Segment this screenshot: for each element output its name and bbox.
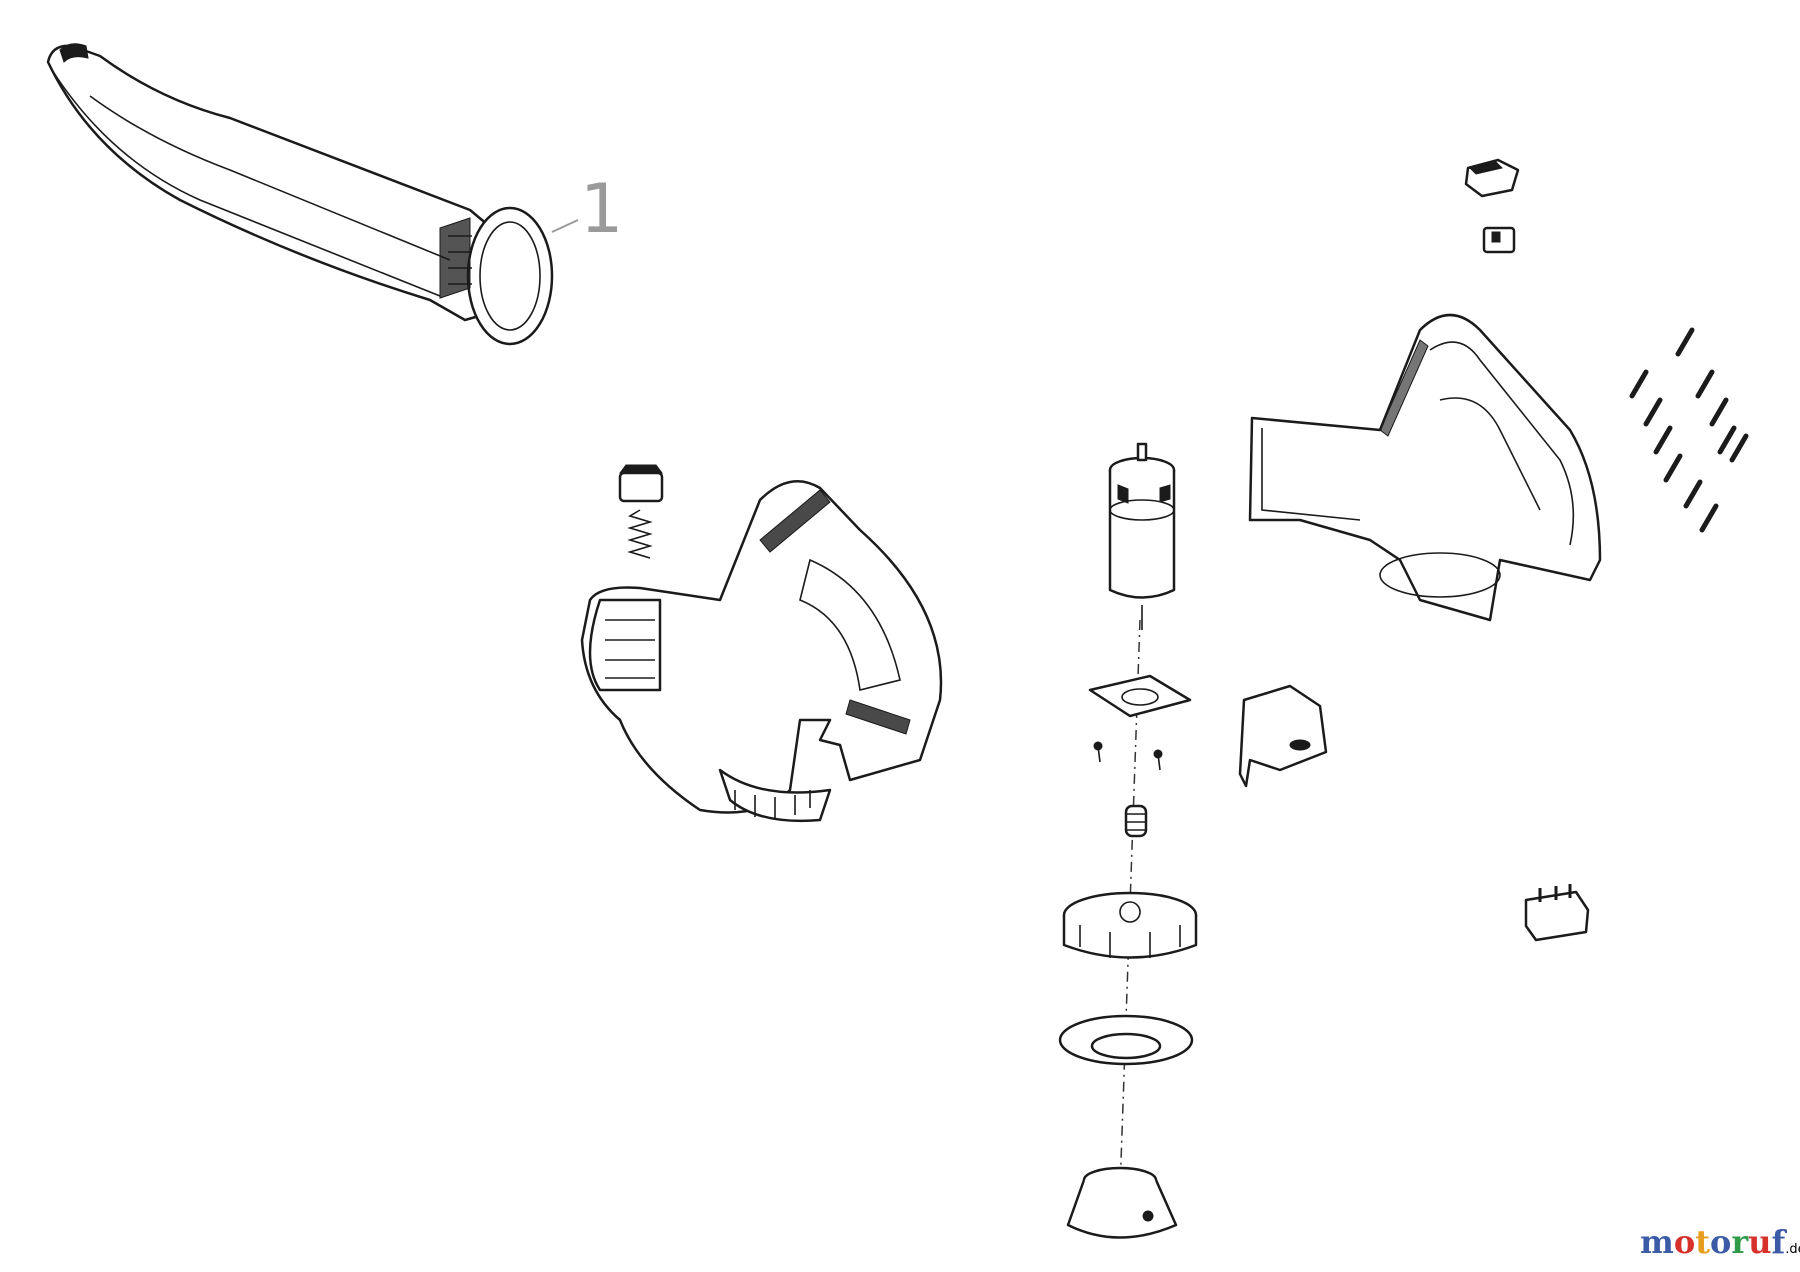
watermark-letter: o [1673,1223,1696,1261]
watermark-suffix: .de [1785,1242,1800,1257]
screw-icon [1729,433,1749,463]
screw-icon [1675,327,1695,357]
watermark-letter: m [1640,1223,1674,1261]
screws-icon [1629,327,1749,533]
seal-ring-icon [1058,1014,1194,1066]
watermark-letter: o [1709,1223,1732,1261]
screw-icon [1683,479,1703,509]
watermark-logo: motoruf.de [1640,1226,1800,1258]
screw-icon [1629,369,1649,399]
watermark-wordmark: motoruf [1640,1223,1785,1261]
screw-icon [1663,453,1683,483]
watermark-letter: t [1695,1223,1710,1261]
watermark-letter: u [1748,1223,1772,1261]
blower-housing-icon [580,464,943,823]
motor-icon [1108,442,1176,630]
housing-shell-icon [1248,313,1602,622]
blower-tube-icon [46,43,554,346]
leader-line [551,219,579,233]
switch-icon [1464,158,1520,254]
screw-icon [1709,397,1729,427]
coupling-icon [1124,804,1148,838]
terminal-block-icon [1524,884,1590,942]
fan-impeller-icon [1062,891,1198,959]
watermark-letter: r [1731,1223,1749,1261]
cover-bracket-icon [1238,684,1328,788]
screw-icon [1717,425,1737,455]
watermark-letter: f [1771,1223,1786,1261]
part-number-label: 1 [580,170,624,249]
screw-icon [1699,503,1719,533]
intake-cover-icon [1066,1166,1178,1239]
screw-icon [1653,425,1673,455]
mounting-plate-icon [1088,674,1192,771]
screw-icon [1695,369,1715,399]
screw-icon [1643,397,1663,427]
